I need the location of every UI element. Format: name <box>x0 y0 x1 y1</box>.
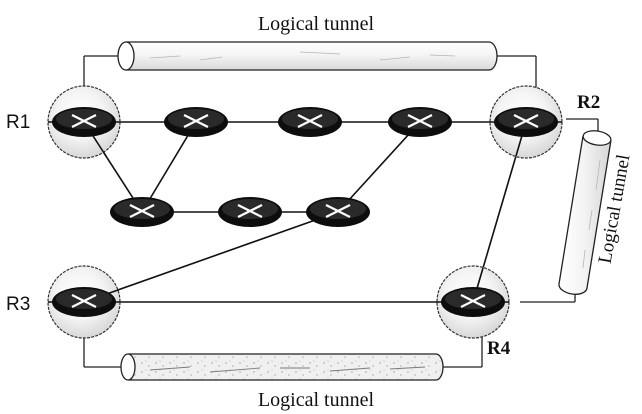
router-label-r2: R2 <box>577 92 600 113</box>
router-c-icon <box>306 197 370 227</box>
tunnel-bottom <box>83 322 483 381</box>
router-icons <box>52 107 558 317</box>
router-label-r4: R4 <box>487 338 511 359</box>
router-b2-icon <box>278 107 342 137</box>
links <box>83 121 527 303</box>
router-r1-icon <box>52 107 116 137</box>
router-a-icon <box>110 197 174 227</box>
router-b3-icon <box>388 107 452 137</box>
router-b-icon <box>218 197 282 227</box>
router-r4-icon <box>441 287 505 317</box>
link-b1-a <box>141 121 197 213</box>
router-b1-icon <box>164 107 228 137</box>
tunnel-right <box>520 118 612 303</box>
tunnel-top-label: Logical tunnel <box>258 13 375 35</box>
router-label-r3: R3 <box>6 294 30 315</box>
router-r2-icon <box>494 107 558 137</box>
tunnel-bottom-label: Logical tunnel <box>258 389 375 411</box>
router-r3-icon <box>52 287 116 317</box>
tunnel-top <box>83 41 537 114</box>
link-b3-c <box>337 121 421 213</box>
link-c-r3 <box>83 211 339 303</box>
router-label-r1: R1 <box>6 112 30 133</box>
